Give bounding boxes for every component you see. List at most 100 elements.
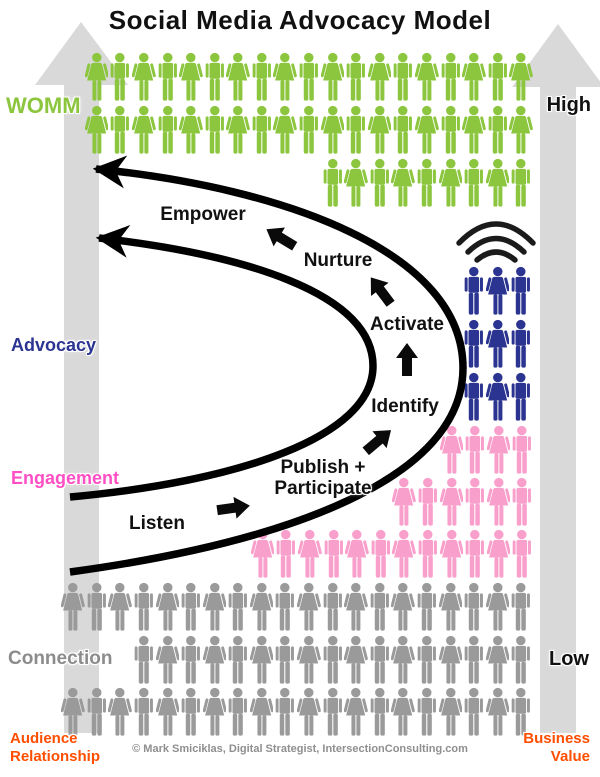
left-axis-footer-audience-relationship: Audience Relationship: [10, 730, 101, 765]
person-female-icon: [249, 635, 274, 684]
person-female-icon: [273, 52, 298, 101]
person-male-icon: [134, 582, 153, 631]
person-male-icon: [417, 687, 436, 736]
person-male-icon: [418, 529, 437, 578]
person-male-icon: [512, 687, 531, 736]
person-female-icon: [131, 105, 156, 154]
person-male-icon: [441, 105, 460, 154]
person-female-icon: [486, 425, 511, 474]
person-male-icon: [276, 582, 295, 631]
person-male-icon: [371, 529, 390, 578]
person-female-icon: [367, 105, 392, 154]
person-female-icon: [485, 319, 510, 368]
person-male-icon: [323, 582, 342, 631]
womm-people-row-3: [321, 158, 533, 208]
person-male-icon: [512, 266, 531, 315]
stage-label-activate: Activate: [370, 314, 444, 335]
person-male-icon: [417, 582, 436, 631]
person-male-icon: [323, 635, 342, 684]
person-female-icon: [415, 52, 439, 101]
person-female-icon: [297, 635, 321, 684]
person-male-icon: [181, 687, 201, 736]
person-female-icon: [486, 477, 511, 526]
person-male-icon: [370, 158, 389, 207]
person-male-icon: [323, 687, 342, 736]
person-female-icon: [391, 582, 416, 631]
person-female-icon: [486, 529, 511, 578]
person-female-icon: [367, 52, 392, 101]
person-female-icon: [155, 687, 180, 736]
engagement-people-row-3: [250, 529, 534, 579]
person-male-icon: [464, 266, 484, 315]
stage-label-nurture: Nurture: [303, 250, 373, 271]
step-arrow-listen-icon: [216, 496, 250, 519]
person-male-icon: [158, 105, 177, 154]
page-title: Social Media Advocacy Model: [108, 5, 492, 35]
person-female-icon: [392, 477, 417, 526]
person-male-icon: [228, 635, 248, 684]
person-female-icon: [485, 687, 510, 736]
person-female-icon: [202, 582, 227, 631]
person-female-icon: [509, 105, 533, 154]
person-male-icon: [158, 52, 177, 101]
person-male-icon: [205, 52, 224, 101]
person-male-icon: [417, 635, 436, 684]
person-male-icon: [299, 52, 319, 101]
person-female-icon: [485, 582, 510, 631]
person-female-icon: [344, 158, 368, 207]
person-male-icon: [277, 529, 296, 578]
person-female-icon: [249, 582, 274, 631]
person-female-icon: [391, 158, 416, 207]
step-arrow-publish-identify-icon: [362, 430, 392, 456]
copyright-text: © Mark Smiciklas, Digital Strategist, In…: [132, 743, 468, 755]
stage-label-publish-line2: Participate: [274, 478, 372, 499]
person-female-icon: [345, 529, 369, 578]
person-female-icon: [155, 582, 180, 631]
person-male-icon: [513, 529, 532, 578]
person-male-icon: [488, 105, 507, 154]
person-female-icon: [226, 105, 250, 154]
person-male-icon: [488, 52, 507, 101]
person-female-icon: [298, 529, 322, 578]
right-axis-footer-business-value: Business Value: [523, 730, 590, 765]
left-axis-label-engagement: Engagement: [11, 468, 120, 488]
person-male-icon: [394, 105, 413, 154]
left-axis-label-connection: Connection: [8, 648, 113, 669]
person-female-icon: [439, 425, 464, 474]
person-female-icon: [320, 105, 345, 154]
person-male-icon: [134, 687, 153, 736]
person-male-icon: [276, 687, 295, 736]
person-female-icon: [438, 158, 463, 207]
person-female-icon: [108, 687, 132, 736]
person-male-icon: [370, 687, 389, 736]
person-male-icon: [464, 158, 484, 207]
person-male-icon: [513, 425, 532, 474]
person-female-icon: [344, 582, 368, 631]
person-female-icon: [439, 477, 464, 526]
person-male-icon: [464, 635, 484, 684]
stage-label-publish-line1: Publish +: [280, 457, 366, 478]
person-male-icon: [324, 529, 343, 578]
person-male-icon: [228, 687, 248, 736]
person-female-icon: [344, 687, 368, 736]
person-male-icon: [464, 582, 484, 631]
person-male-icon: [464, 372, 484, 421]
step-arrow-identify-activate-icon: [396, 343, 418, 376]
person-female-icon: [392, 529, 417, 578]
person-male-icon: [346, 105, 366, 154]
advocacy-people-row-1: [462, 266, 533, 316]
stage-label-identify: Identify: [371, 396, 439, 417]
person-female-icon: [415, 105, 439, 154]
person-male-icon: [228, 582, 248, 631]
person-male-icon: [512, 158, 531, 207]
stage-label-listen: Listen: [129, 513, 185, 534]
person-male-icon: [323, 158, 342, 207]
person-male-icon: [512, 635, 531, 684]
person-male-icon: [513, 477, 532, 526]
person-female-icon: [509, 52, 533, 101]
person-female-icon: [84, 52, 109, 101]
person-female-icon: [485, 158, 510, 207]
person-female-icon: [485, 266, 510, 315]
womm-people-row-2: [84, 105, 533, 155]
